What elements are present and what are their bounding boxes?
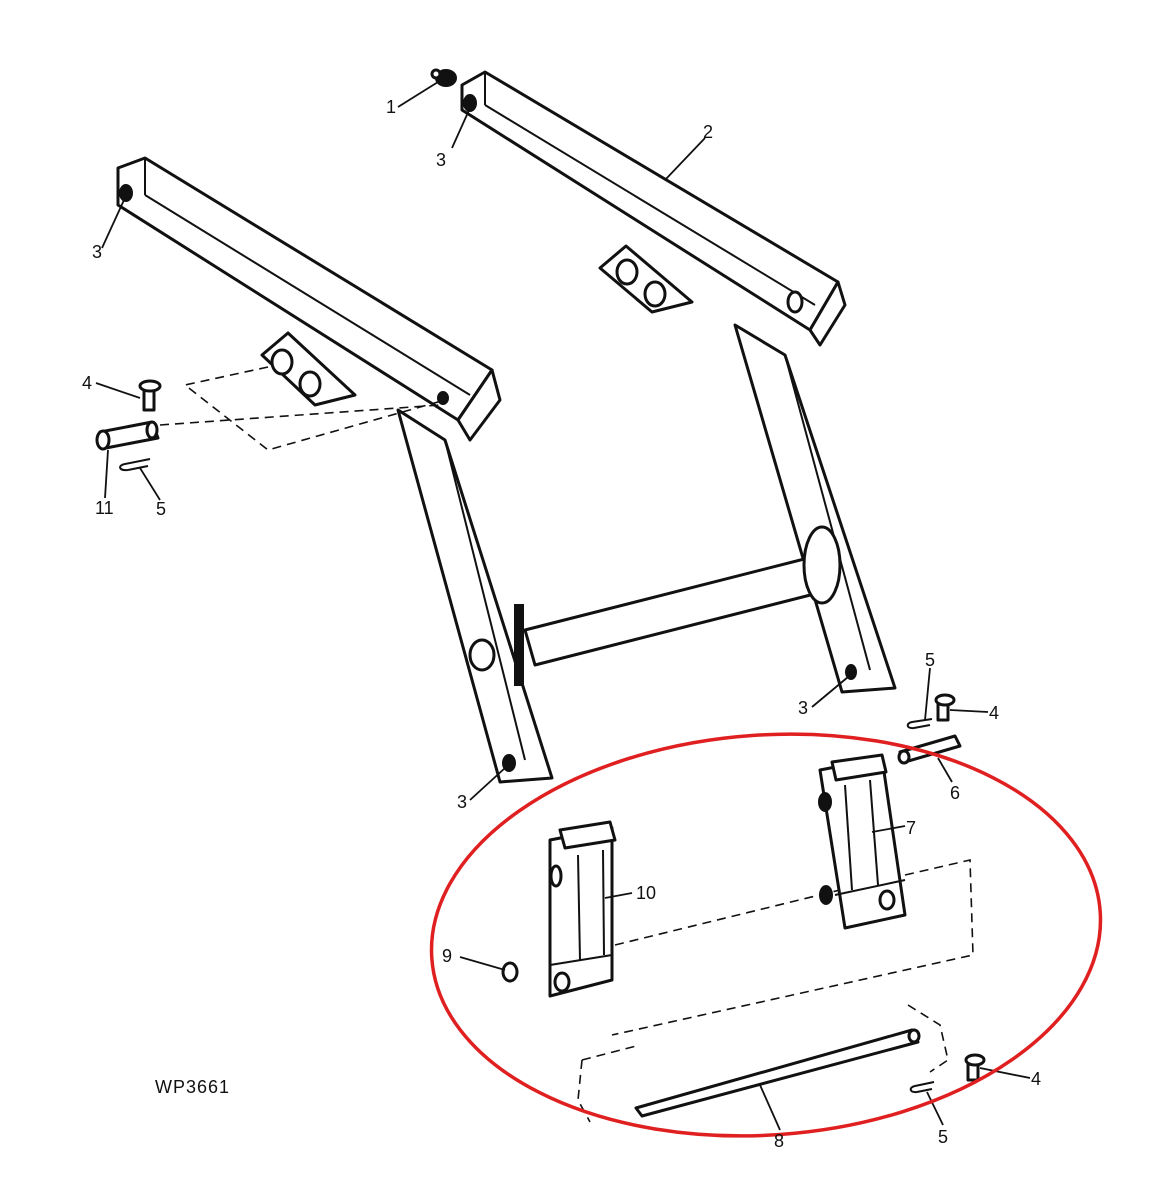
- callout-6: 6: [950, 783, 960, 803]
- spring-clip-5-right: [906, 718, 933, 730]
- callout-5: 5: [156, 499, 166, 519]
- callout-2: 2: [703, 122, 713, 142]
- callout-3: 3: [457, 792, 467, 812]
- pin-6: [897, 734, 962, 765]
- lock-bolt-4-left: [138, 379, 162, 412]
- callout-11: 11: [95, 498, 114, 518]
- callout-3: 3: [798, 698, 808, 718]
- spring-clip-5-left: [119, 458, 151, 472]
- callout-3: 3: [92, 242, 102, 262]
- callout-9: 9: [442, 946, 452, 966]
- callout-7: 7: [906, 818, 916, 838]
- callout-4: 4: [1031, 1069, 1041, 1089]
- callout-1: 1: [386, 97, 396, 117]
- callout-4: 4: [989, 703, 999, 723]
- callout-5: 5: [925, 650, 935, 670]
- lock-bolt-4-lower: [964, 1053, 986, 1082]
- figure-code: WP3661: [155, 1077, 230, 1097]
- spring-clip-5-lower: [909, 1081, 935, 1094]
- leader-lines: [95, 81, 1031, 1131]
- cross-tube: [514, 525, 842, 686]
- highlight-ellipse: [429, 732, 1103, 1138]
- right-boom-arm: [460, 70, 897, 694]
- callout-3: 3: [436, 150, 446, 170]
- callout-10: 10: [636, 883, 656, 903]
- grease-fitting: [430, 68, 457, 87]
- callouts: 1 2 3 3 3 3 4 4 4 5 5 5 6 7 8 9 10 11: [82, 97, 1041, 1151]
- left-boom-arm: [116, 156, 554, 784]
- callout-5: 5: [938, 1127, 948, 1147]
- callout-4: 4: [82, 373, 92, 393]
- pivot-pin-11: [95, 420, 160, 451]
- rod-8: [634, 1028, 921, 1118]
- callout-8: 8: [774, 1131, 784, 1151]
- bracket-7: [818, 753, 907, 930]
- lock-bolt-4-right: [934, 693, 956, 722]
- washer-9: [501, 961, 519, 983]
- bracket-10: [548, 820, 617, 998]
